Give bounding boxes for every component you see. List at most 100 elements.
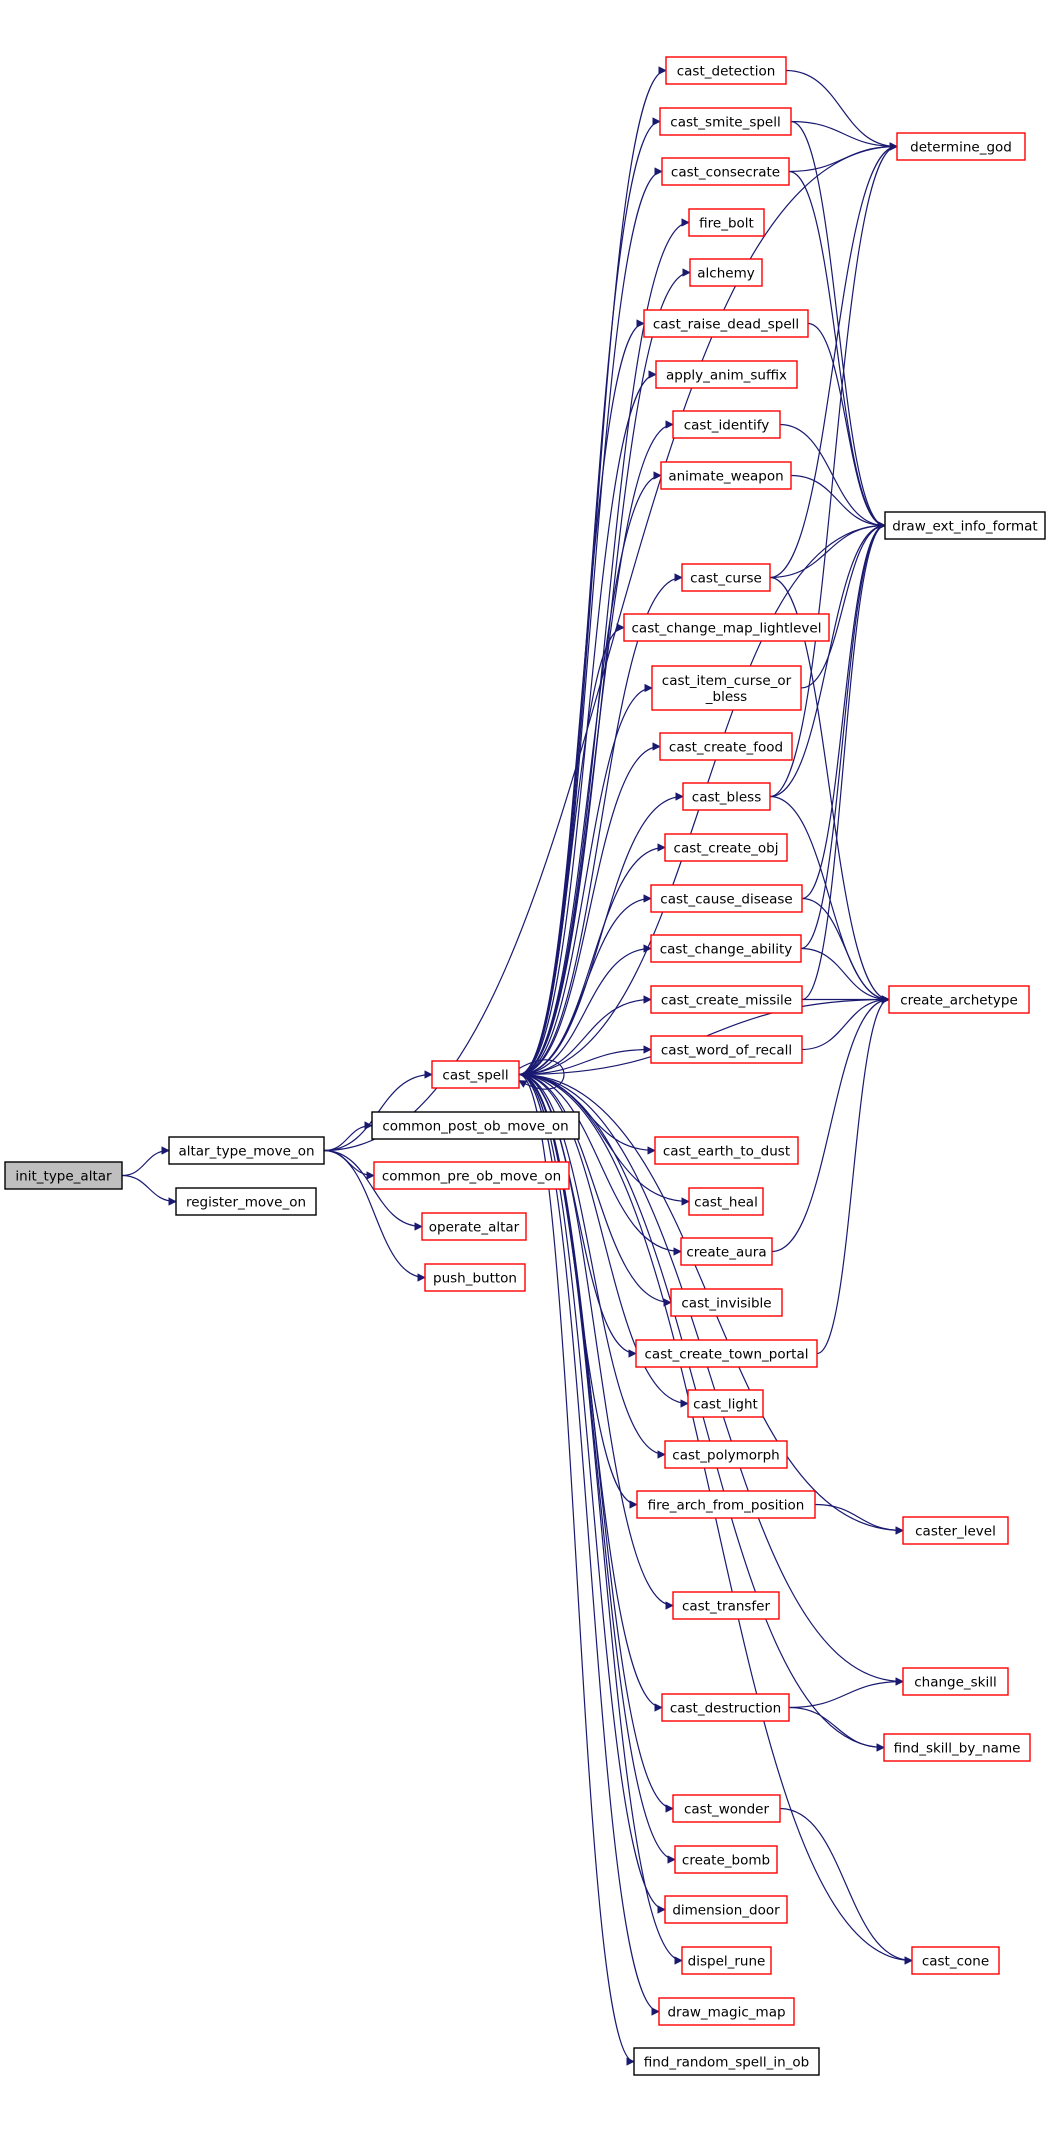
edge-cast_word_of_recall-to-create_archetype <box>801 995 890 1051</box>
node-cast_raise_dead_spell[interactable]: cast_raise_dead_spell <box>643 309 809 338</box>
node-register_move_on[interactable]: register_move_on <box>175 1187 317 1216</box>
node-common_post_ob_move_on[interactable]: common_post_ob_move_on <box>371 1111 580 1140</box>
node-change_skill[interactable]: change_skill <box>902 1667 1009 1696</box>
node-label-cast_heal: cast_heal <box>694 1195 758 1211</box>
node-label-cast_item_curse_or_bless: cast_item_curse_or <box>662 673 792 689</box>
node-label-dispel_rune: dispel_rune <box>688 1954 766 1970</box>
edge-create_aura-to-create_archetype <box>771 995 890 1253</box>
node-label-common_post_ob_move_on: common_post_ob_move_on <box>382 1119 568 1135</box>
node-box-cast_identify <box>672 410 781 439</box>
edge-cast_spell-to-cast_transfer <box>518 1073 674 1610</box>
edge-cast_destruction-to-find_skill_by_name <box>788 1706 885 1752</box>
node-draw_ext_info_format[interactable]: draw_ext_info_format <box>884 511 1046 540</box>
edge-cast_spell-to-animate_weapon <box>518 471 662 1076</box>
edge-init_type_altar-to-register_move_on <box>121 1174 177 1206</box>
edge-cast_smite_spell-to-determine_god <box>790 120 898 151</box>
node-cast_create_missile[interactable]: cast_create_missile <box>650 985 803 1014</box>
node-draw_magic_map[interactable]: draw_magic_map <box>658 1997 795 2026</box>
node-box-cast_wonder <box>672 1794 781 1823</box>
node-cast_earth_to_dust[interactable]: cast_earth_to_dust <box>654 1136 799 1165</box>
node-box-draw_magic_map <box>658 1997 795 2026</box>
edge-cast_spell-to-apply_anim_suffix <box>518 370 657 1076</box>
node-cast_polymorph[interactable]: cast_polymorph <box>664 1440 788 1469</box>
node-label-cast_create_obj: cast_create_obj <box>674 841 779 857</box>
node-box-cast_create_food <box>659 732 793 761</box>
edge-cast_curse-to-draw_ext_info_format <box>769 521 886 579</box>
node-common_pre_ob_move_on[interactable]: common_pre_ob_move_on <box>373 1161 570 1190</box>
node-create_archetype[interactable]: create_archetype <box>888 985 1030 1014</box>
node-cast_spell[interactable]: cast_spell <box>431 1060 520 1089</box>
node-push_button[interactable]: push_button <box>424 1263 526 1292</box>
node-find_skill_by_name[interactable]: find_skill_by_name <box>883 1733 1031 1762</box>
node-alchemy[interactable]: alchemy <box>689 258 763 287</box>
node-box-cast_item_curse_or_bless <box>651 665 802 711</box>
node-box-cast_invisible <box>670 1288 783 1317</box>
node-label-determine_god: determine_god <box>910 140 1012 156</box>
node-box-apply_anim_suffix <box>655 360 798 389</box>
edge-cast_spell-to-cast_smite_spell <box>518 117 661 1076</box>
node-cast_identify[interactable]: cast_identify <box>672 410 781 439</box>
node-dispel_rune[interactable]: dispel_rune <box>681 1946 772 1975</box>
edge-cast_spell-to-cast_word_of_recall <box>518 1045 652 1076</box>
edge-cast_detection-to-determine_god <box>785 69 898 151</box>
node-label-alchemy: alchemy <box>697 266 754 282</box>
node-find_random_spell_in_ob[interactable]: find_random_spell_in_ob <box>633 2047 820 2076</box>
edge-cast_wonder-to-cast_cone <box>779 1807 913 1965</box>
node-cast_change_map_lightlevel[interactable]: cast_change_map_lightlevel <box>623 613 830 642</box>
node-operate_altar[interactable]: operate_altar <box>421 1212 527 1241</box>
node-cast_invisible[interactable]: cast_invisible <box>670 1288 783 1317</box>
node-cast_create_obj[interactable]: cast_create_obj <box>664 833 788 862</box>
node-label-cast_polymorph: cast_polymorph <box>672 1448 779 1464</box>
node-label-find_skill_by_name: find_skill_by_name <box>894 1741 1021 1757</box>
node-label-cast_identify: cast_identify <box>684 418 770 434</box>
node-label-cast_consecrate: cast_consecrate <box>671 165 780 181</box>
node-cast_consecrate[interactable]: cast_consecrate <box>661 157 790 186</box>
node-cast_light[interactable]: cast_light <box>687 1389 764 1418</box>
node-cast_detection[interactable]: cast_detection <box>665 56 787 85</box>
edge-cast_spell-to-cast_curse <box>518 573 683 1076</box>
node-apply_anim_suffix[interactable]: apply_anim_suffix <box>655 360 798 389</box>
node-cast_bless[interactable]: cast_bless <box>682 782 771 811</box>
node-cast_cone[interactable]: cast_cone <box>911 1946 1000 1975</box>
node-label-change_skill: change_skill <box>914 1675 997 1691</box>
node-box-cast_light <box>687 1389 764 1418</box>
node-box-altar_type_move_on <box>168 1136 325 1165</box>
node-label-cast_light: cast_light <box>693 1397 758 1413</box>
node-cast_wonder[interactable]: cast_wonder <box>672 1794 781 1823</box>
node-cast_cause_disease[interactable]: cast_cause_disease <box>650 884 803 913</box>
node-label-push_button: push_button <box>433 1271 517 1287</box>
node-cast_create_food[interactable]: cast_create_food <box>659 732 793 761</box>
node-label-draw_magic_map: draw_magic_map <box>667 2005 785 2021</box>
node-create_aura[interactable]: create_aura <box>680 1237 773 1266</box>
node-fire_bolt[interactable]: fire_bolt <box>688 208 765 237</box>
node-fire_arch_from_position[interactable]: fire_arch_from_position <box>636 1490 816 1519</box>
node-label-cast_detection: cast_detection <box>677 64 776 80</box>
node-label-dimension_door: dimension_door <box>672 1903 780 1919</box>
node-cast_transfer[interactable]: cast_transfer <box>672 1591 780 1620</box>
node-label-cast_destruction: cast_destruction <box>670 1701 781 1717</box>
node-label-cast_change_ability: cast_change_ability <box>660 942 793 958</box>
node-cast_destruction[interactable]: cast_destruction <box>661 1693 790 1722</box>
node-cast_smite_spell[interactable]: cast_smite_spell <box>659 107 792 136</box>
node-box-dispel_rune <box>681 1946 772 1975</box>
edge-altar_type_move_on-to-push_button <box>323 1149 426 1282</box>
node-box-cast_create_obj <box>664 833 788 862</box>
node-label-cast_cone: cast_cone <box>922 1954 989 1970</box>
node-caster_level[interactable]: caster_level <box>902 1516 1009 1545</box>
node-cast_create_town_portal[interactable]: cast_create_town_portal <box>635 1339 818 1368</box>
node-cast_item_curse_or_bless[interactable]: cast_item_curse_or_bless <box>651 665 802 711</box>
node-determine_god[interactable]: determine_god <box>896 132 1026 161</box>
node-cast_heal[interactable]: cast_heal <box>688 1187 764 1216</box>
node-cast_word_of_recall[interactable]: cast_word_of_recall <box>650 1035 803 1064</box>
node-label-create_bomb: create_bomb <box>682 1853 770 1869</box>
node-cast_curse[interactable]: cast_curse <box>681 563 771 592</box>
node-altar_type_move_on[interactable]: altar_type_move_on <box>168 1136 325 1165</box>
node-init_type_altar[interactable]: init_type_altar <box>4 1161 123 1190</box>
node-animate_weapon[interactable]: animate_weapon <box>660 461 792 490</box>
node-dimension_door[interactable]: dimension_door <box>664 1895 788 1924</box>
edge-init_type_altar-to-altar_type_move_on <box>121 1146 170 1177</box>
node-cast_change_ability[interactable]: cast_change_ability <box>650 934 802 963</box>
edge-cast_consecrate-to-draw_ext_info_format <box>788 170 886 530</box>
node-create_bomb[interactable]: create_bomb <box>674 1845 778 1874</box>
node-label-register_move_on: register_move_on <box>186 1195 306 1211</box>
